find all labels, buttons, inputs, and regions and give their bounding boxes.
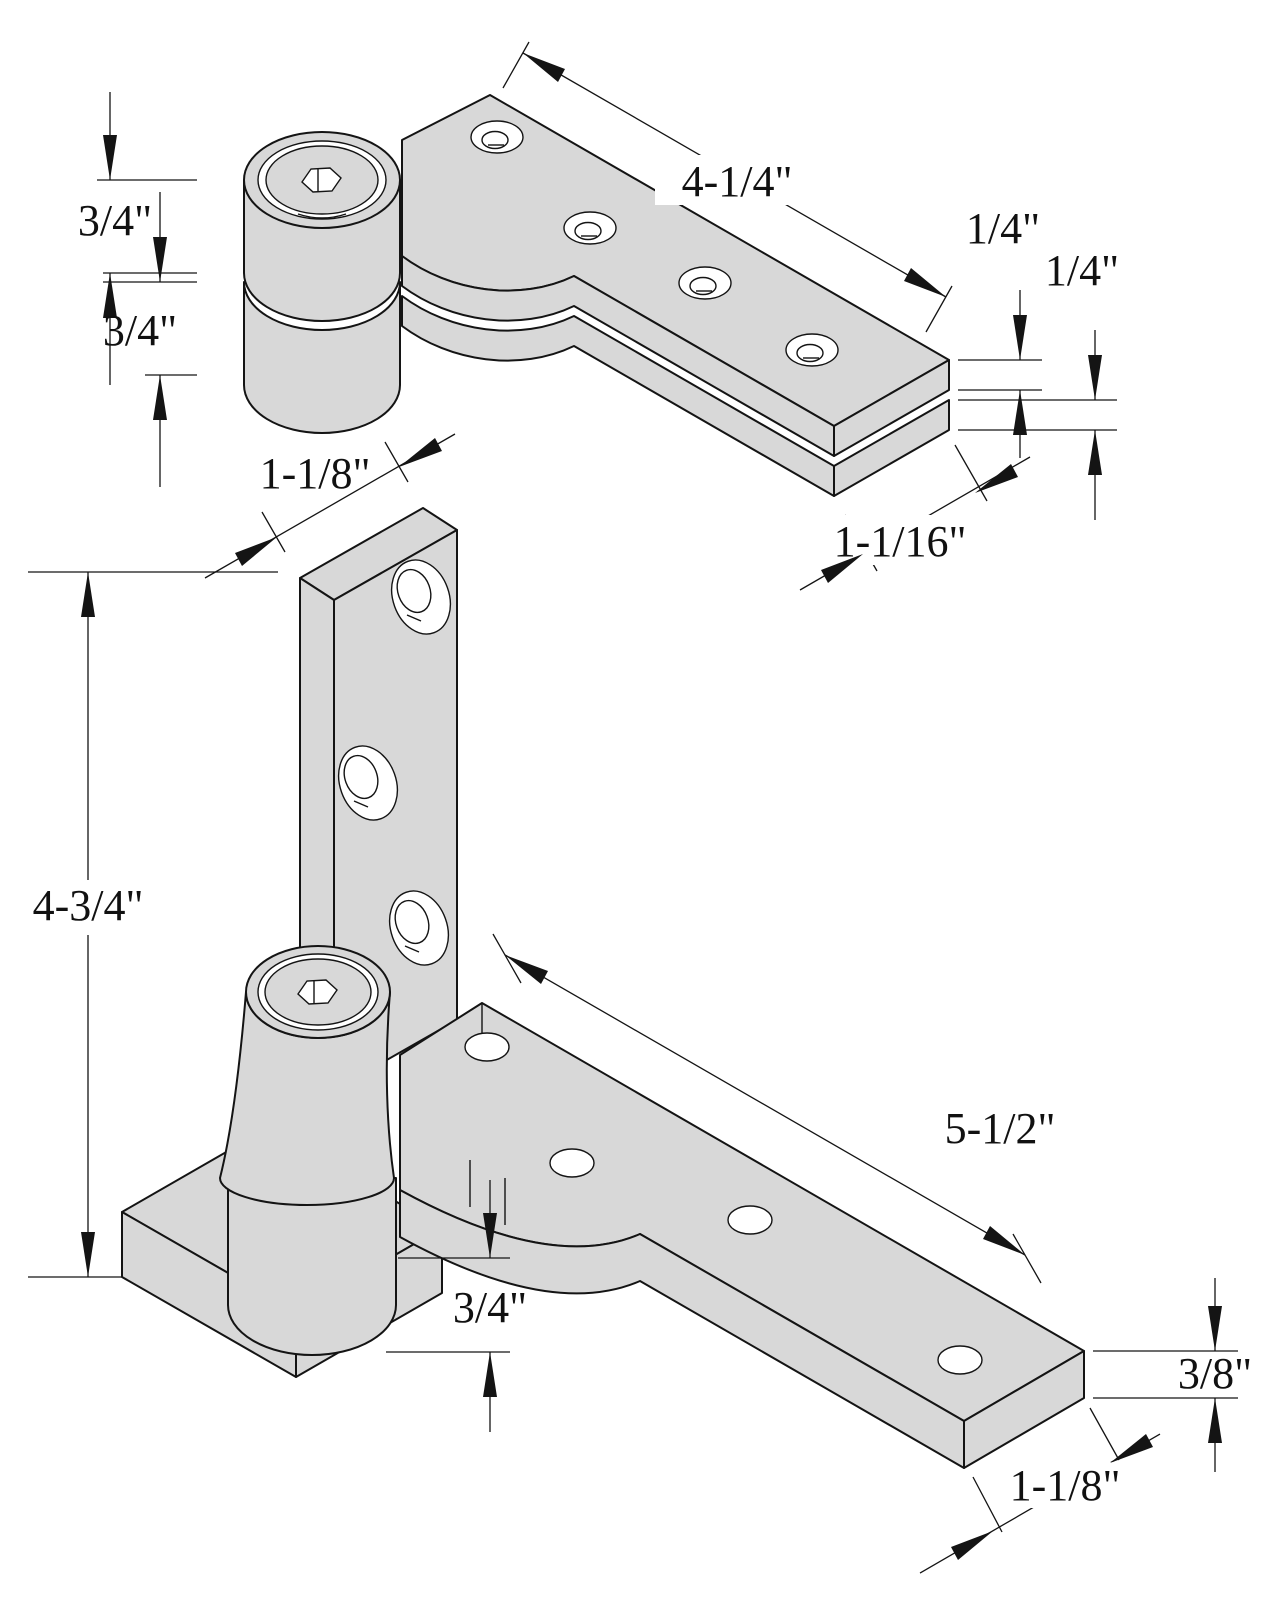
vertical-plate (299, 507, 458, 1091)
cone-hex-socket (297, 979, 338, 1005)
dim-label-top-arm-width: 1-1/16" (834, 517, 967, 566)
bottom-assembly-dim-labels: 1-1/8" 4-3/4" 5-1/2" 3/4" 3/8" 1-1/8" (33, 449, 1253, 1510)
dim-label-plate-width: 1-1/8" (260, 449, 371, 498)
bottom-arm (399, 1002, 1085, 1469)
top-arm-lower-leaf-end-face (833, 399, 950, 497)
top-assembly-dim-labels: 3/4" 3/4" 4-1/4" 1/4" 1/4" 1-1/16" (78, 157, 1119, 566)
top-pivot-assembly: 3/4" 3/4" 4-1/4" 1/4" 1/4" 1-1/16" (78, 41, 1119, 591)
top-arm-upper-leaf-end-face (833, 359, 950, 457)
pivot-bushing-cylinder (227, 1177, 397, 1356)
dim-label-bottom-arm-length: 5-1/2" (945, 1104, 1056, 1153)
dim-label-upper-leaf-thickness: 1/4" (966, 204, 1040, 253)
dim-label-top-arm-length: 4-1/4" (682, 157, 793, 206)
dim-label-arm-end-width: 1-1/8" (1010, 1461, 1121, 1510)
dim-label-barrel-lower-height: 3/4" (103, 306, 177, 355)
bottom-arm-end-face (963, 1350, 1085, 1469)
top-assembly-dimensions (97, 41, 1117, 591)
top-pivot-barrel (243, 131, 401, 434)
bottom-pivot-assembly: 1-1/8" 4-3/4" 5-1/2" 3/4" 3/8" 1-1/8" (22, 433, 1253, 1574)
dim-label-barrel-upper-height: 3/4" (78, 196, 152, 245)
barrel-lower-half (243, 281, 401, 434)
dim-label-arm-thickness: 3/8" (1178, 1349, 1252, 1398)
top-arm-countersunk-holes (470, 120, 839, 367)
bottom-arm-holes (464, 1032, 983, 1375)
dim-label-pivot-boss-height: 3/4" (453, 1283, 527, 1332)
barrel-hex-socket (301, 167, 342, 193)
vertical-plate-countersunk-holes (337, 559, 452, 966)
dim-label-plate-height: 4-3/4" (33, 881, 144, 930)
dim-label-lower-leaf-thickness: 1/4" (1045, 246, 1119, 295)
bottom-pivot-post (219, 945, 397, 1356)
bottom-assembly-dimensions (22, 433, 1238, 1574)
